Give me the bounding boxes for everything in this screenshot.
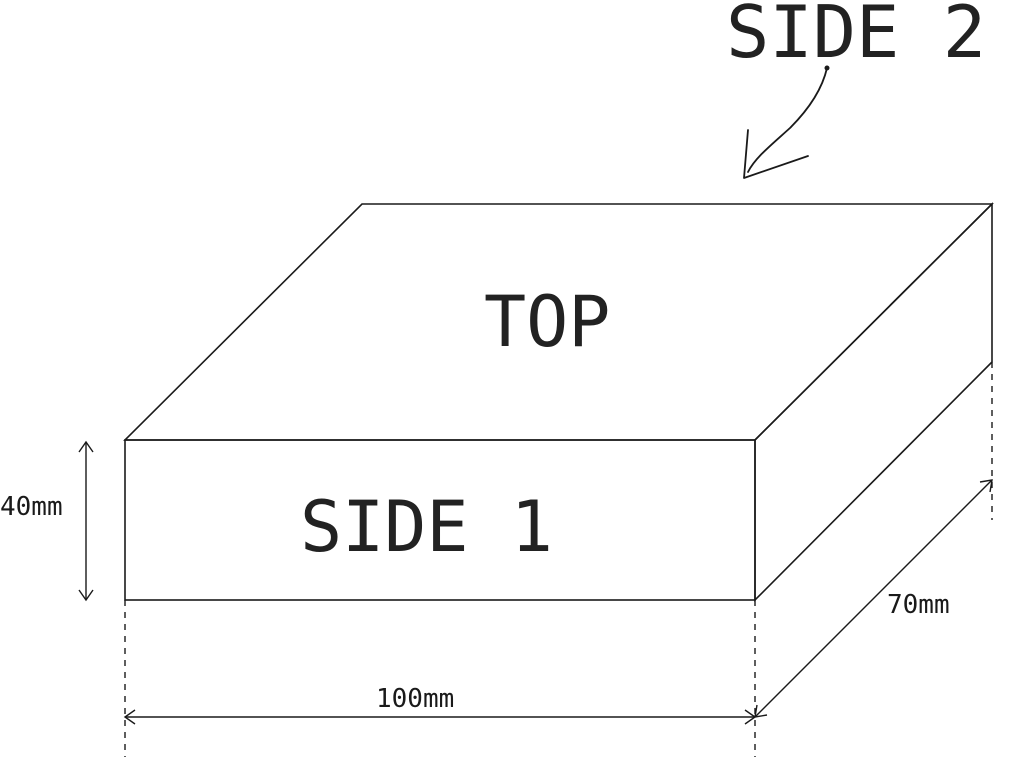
arrowhead-down — [78, 589, 94, 602]
width-dimension: 100mm — [123, 684, 757, 725]
pointer-arrowhead — [743, 129, 809, 179]
arrowhead-left — [123, 709, 136, 725]
depth-label: 70mm — [887, 590, 950, 620]
top-label: TOP — [484, 281, 610, 363]
pointer-arrow-stroke — [747, 67, 828, 173]
width-label: 100mm — [376, 684, 454, 714]
extension-lines — [124, 362, 993, 757]
pointer-arrow-dot — [824, 65, 830, 71]
arrowhead-upper — [979, 479, 993, 493]
side1-label: SIDE 1 — [300, 486, 553, 568]
height-label: 40mm — [0, 492, 63, 522]
right-face — [754, 202, 993, 602]
arrowhead-lower — [754, 704, 768, 718]
depth-dimension: 70mm — [754, 479, 993, 718]
box-outline — [123, 202, 994, 602]
depth-dimension-line — [754, 479, 993, 718]
arrowhead-up — [78, 440, 94, 453]
side2-label: SIDE 2 — [726, 0, 986, 74]
height-dimension: 40mm — [0, 440, 94, 602]
side2-pointer-arrow — [743, 65, 830, 179]
